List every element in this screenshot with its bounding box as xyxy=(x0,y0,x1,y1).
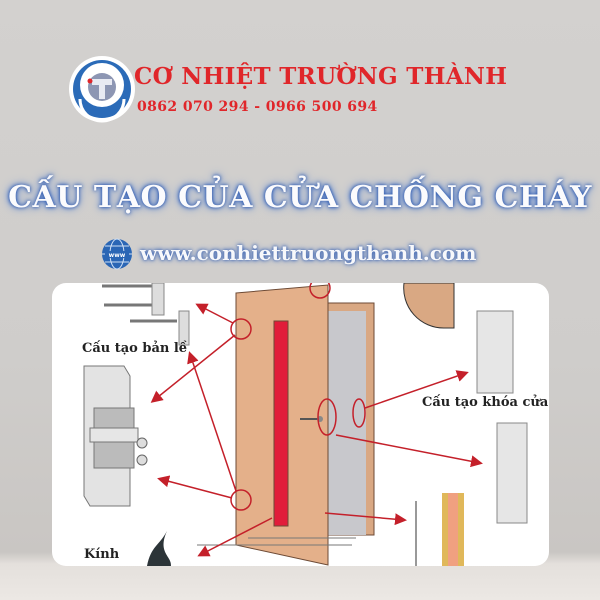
hinge-label: Cấu tạo bản lề xyxy=(82,341,188,356)
website-url[interactable]: www.conhiettruongthanh.com xyxy=(140,241,477,265)
svg-text:www: www xyxy=(109,252,126,259)
company-logo xyxy=(69,56,135,123)
phone-numbers: 0862 070 294 - 0966 500 694 xyxy=(137,99,378,115)
callout-arrows xyxy=(150,303,483,557)
glass-label: Kính xyxy=(84,547,120,562)
door-diagram xyxy=(83,283,528,566)
door-diagram-panel: Cấu tạo bản lề Cấu tạo khóa cửa Kính xyxy=(52,283,549,566)
hinge-illustration xyxy=(102,284,177,323)
hinge-plate-illustration xyxy=(83,365,148,507)
company-name: CƠ NHIỆT TRƯỜNG THÀNH xyxy=(134,63,508,90)
callout-circles xyxy=(230,283,366,511)
lock-label: Cấu tạo khóa cửa xyxy=(422,395,549,410)
page-title: CẤU TẠO CỦA CỬA CHỐNG CHÁY xyxy=(8,180,592,215)
globe-www-icon: www xyxy=(102,238,132,270)
